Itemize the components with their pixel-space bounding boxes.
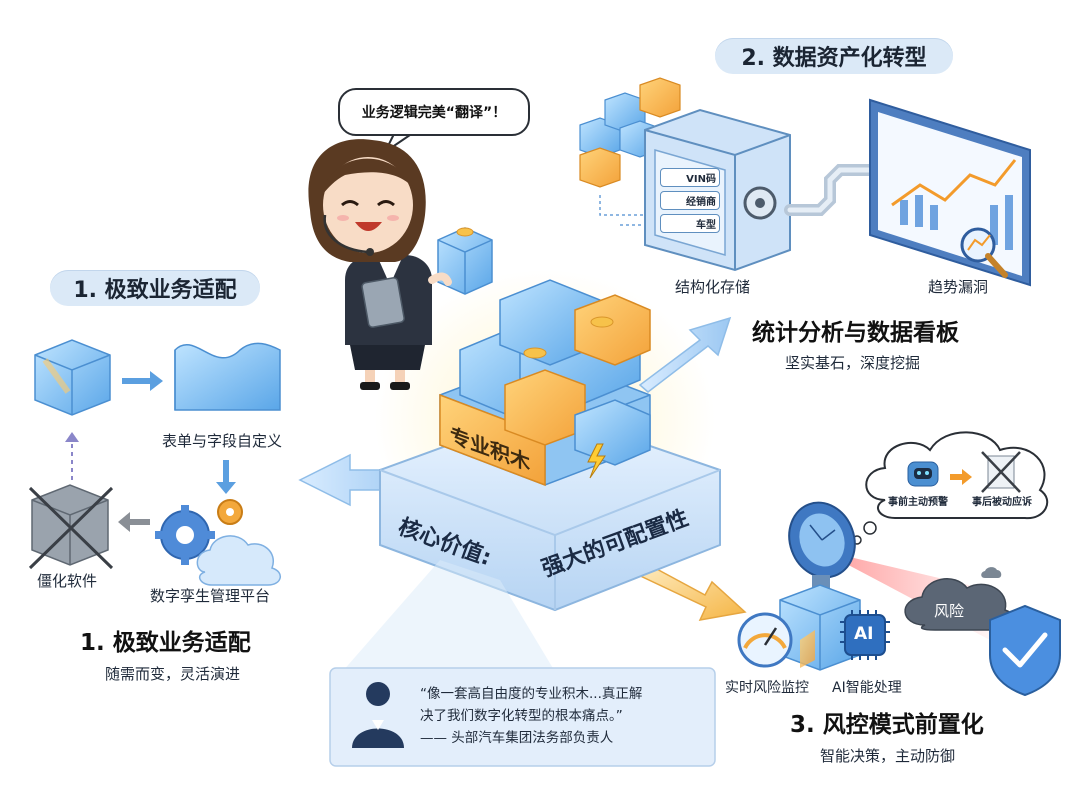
ai-processing-label: AI智能处理 xyxy=(832,680,902,696)
vault-label-list: VIN码 经销商 车型 xyxy=(660,168,720,233)
realtime-monitor-label: 实时风险监控 xyxy=(725,680,809,696)
legacy-software-label: 僵化软件 xyxy=(37,572,98,590)
quote-line1: “像一套高自由度的专业积木...真正解 xyxy=(420,686,643,702)
section2-pill-label: 2. 数据资产化转型 xyxy=(741,46,927,71)
storage-label: 结构化存储 xyxy=(675,278,751,296)
quote-line2: 决了我们数字化转型的根本痛点。” xyxy=(420,708,623,724)
vault-label-dealer: 经销商 xyxy=(660,191,720,210)
quote-line3: —— 头部汽车集团法务部负责人 xyxy=(420,730,614,746)
platform-label: 数字孪生管理平台 xyxy=(150,587,271,605)
speech-text: 业务逻辑完美“翻译”！ xyxy=(361,105,507,121)
vault-label-vin: VIN码 xyxy=(660,168,720,187)
section3-subheading: 智能决策，主动防御 xyxy=(820,747,956,765)
section1-pill-label: 1. 极致业务适配 xyxy=(73,278,237,303)
speech-bubble: 业务逻辑完美“翻译”！ xyxy=(338,88,530,136)
risk-cloud-label: 风险 xyxy=(934,602,965,620)
trend-label: 趋势漏洞 xyxy=(928,278,989,296)
section1-pill: 1. 极致业务适配 xyxy=(50,270,260,306)
section1-heading: 1. 极致业务适配 xyxy=(80,630,251,656)
ai-chip-label: AI xyxy=(854,624,874,644)
quote-block: “像一套高自由度的专业积木...真正解 决了我们数字化转型的根本痛点。” —— … xyxy=(420,682,710,746)
cube-icon xyxy=(34,339,111,416)
vault-label-model: 车型 xyxy=(660,214,720,233)
reactive-defense-label: 事后被动应诉 xyxy=(972,497,1032,508)
section1-subheading: 随需而变，灵活演进 xyxy=(105,665,241,683)
proactive-warning-label: 事前主动预警 xyxy=(888,497,948,508)
section2-pill: 2. 数据资产化转型 xyxy=(715,38,953,74)
section2-subheading: 坚实基石，深度挖掘 xyxy=(785,354,921,372)
section3-heading: 3. 风控模式前置化 xyxy=(790,712,984,738)
section2-heading: 统计分析与数据看板 xyxy=(752,320,959,346)
form-customization-label: 表单与字段自定义 xyxy=(162,432,283,450)
